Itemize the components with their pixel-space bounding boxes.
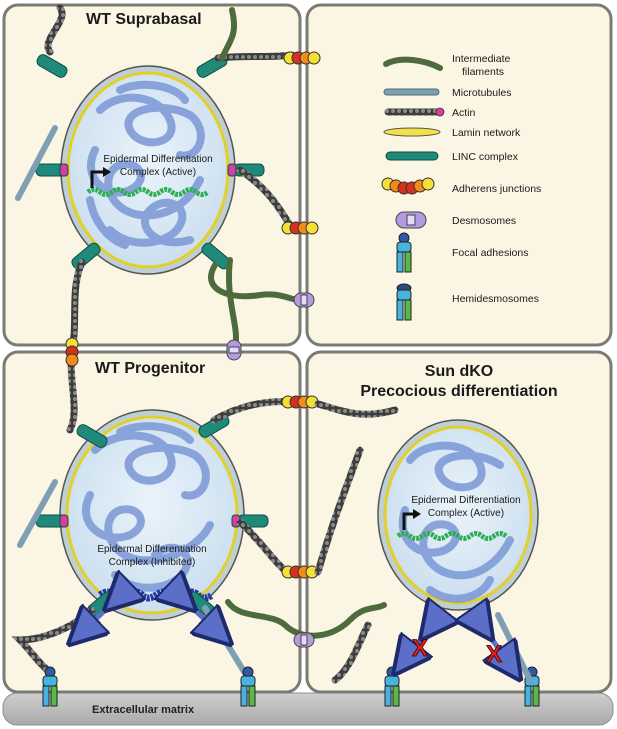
legend-label-desmo: Desmosomes xyxy=(452,215,516,227)
transcription-arrow-icon xyxy=(402,512,414,530)
actin-icon xyxy=(384,107,445,117)
adherens-junctions-bottom xyxy=(281,395,319,579)
force-arrows-blocked: X X xyxy=(405,625,510,668)
panel-title-precocious: Precocious differentiation xyxy=(360,383,557,400)
cell-top-right xyxy=(305,3,613,347)
legend-label-if-1: Intermediate xyxy=(452,53,511,65)
panel-title-wt-progenitor: WT Progenitor xyxy=(95,360,205,377)
legend-label-aj: Adherens junctions xyxy=(452,183,541,195)
focal-adhesion-icon xyxy=(396,232,412,273)
block-x-right: X xyxy=(486,641,502,668)
transcription-arrow-icon xyxy=(90,170,104,188)
desmosome-bottom xyxy=(293,632,315,648)
nucleus-sun-dko: Epidermal Differentiation Complex (Activ… xyxy=(377,419,539,611)
edc-inhibited-label-line1: Epidermal Differentiation xyxy=(97,544,206,555)
microtubule-top xyxy=(15,125,58,201)
adherens-junctions-top xyxy=(65,51,321,367)
extracellular-matrix: Extracellular matrix xyxy=(2,692,614,726)
desmosome-middle xyxy=(226,339,242,361)
edc-ko-label-line1: Epidermal Differentiation xyxy=(411,495,520,506)
legend-label-hemi: Hemidesmosomes xyxy=(452,293,539,305)
focal-adhesions-ecm xyxy=(42,666,540,707)
legend-label-linc: LINC complex xyxy=(452,151,519,163)
chromatin xyxy=(86,80,205,249)
desmosome-top-right xyxy=(293,292,315,308)
edc-inhibited-label-line2: Complex (Inhibited) xyxy=(109,557,196,568)
legend-label-mt: Microtubules xyxy=(452,87,512,99)
actin-filaments-sun-dko xyxy=(314,400,399,684)
edc-label-line1: Epidermal Differentiation xyxy=(103,154,212,165)
edc-active-suprabasal xyxy=(86,187,210,197)
intermediate-filament-icon xyxy=(383,56,443,71)
block-x-left: X xyxy=(412,635,428,662)
panel-title-wt-suprabasal: WT Suprabasal xyxy=(86,11,202,28)
microtubule-icon xyxy=(383,88,440,96)
adherens-junction-icon xyxy=(381,177,435,195)
edc-ko-label-line2: Complex (Active) xyxy=(428,508,504,519)
legend-label-lamin: Lamin network xyxy=(452,127,521,139)
hemidesmosome-icon xyxy=(396,283,412,321)
lamin-icon xyxy=(383,127,441,137)
desmosome-icon xyxy=(395,211,427,229)
nucleus-suprabasal: Epidermal Differentiation Complex (Activ… xyxy=(60,65,236,275)
legend-label-actin: Actin xyxy=(452,107,476,119)
legend-label-if-2: filaments xyxy=(462,66,504,78)
legend: Intermediate filaments Microtubules Acti… xyxy=(381,53,541,321)
nucleus-progenitor: Epidermal Differentiation Complex (Inhib… xyxy=(59,409,245,621)
panel-title-sun-dko: Sun dKO xyxy=(425,363,493,380)
legend-label-fa: Focal adhesions xyxy=(452,247,528,259)
edc-label-line2: Complex (Active) xyxy=(120,167,196,178)
linc-complex-icon xyxy=(385,151,439,161)
force-arrows-progenitor xyxy=(82,598,218,632)
ecm-label: Extracellular matrix xyxy=(92,704,195,716)
